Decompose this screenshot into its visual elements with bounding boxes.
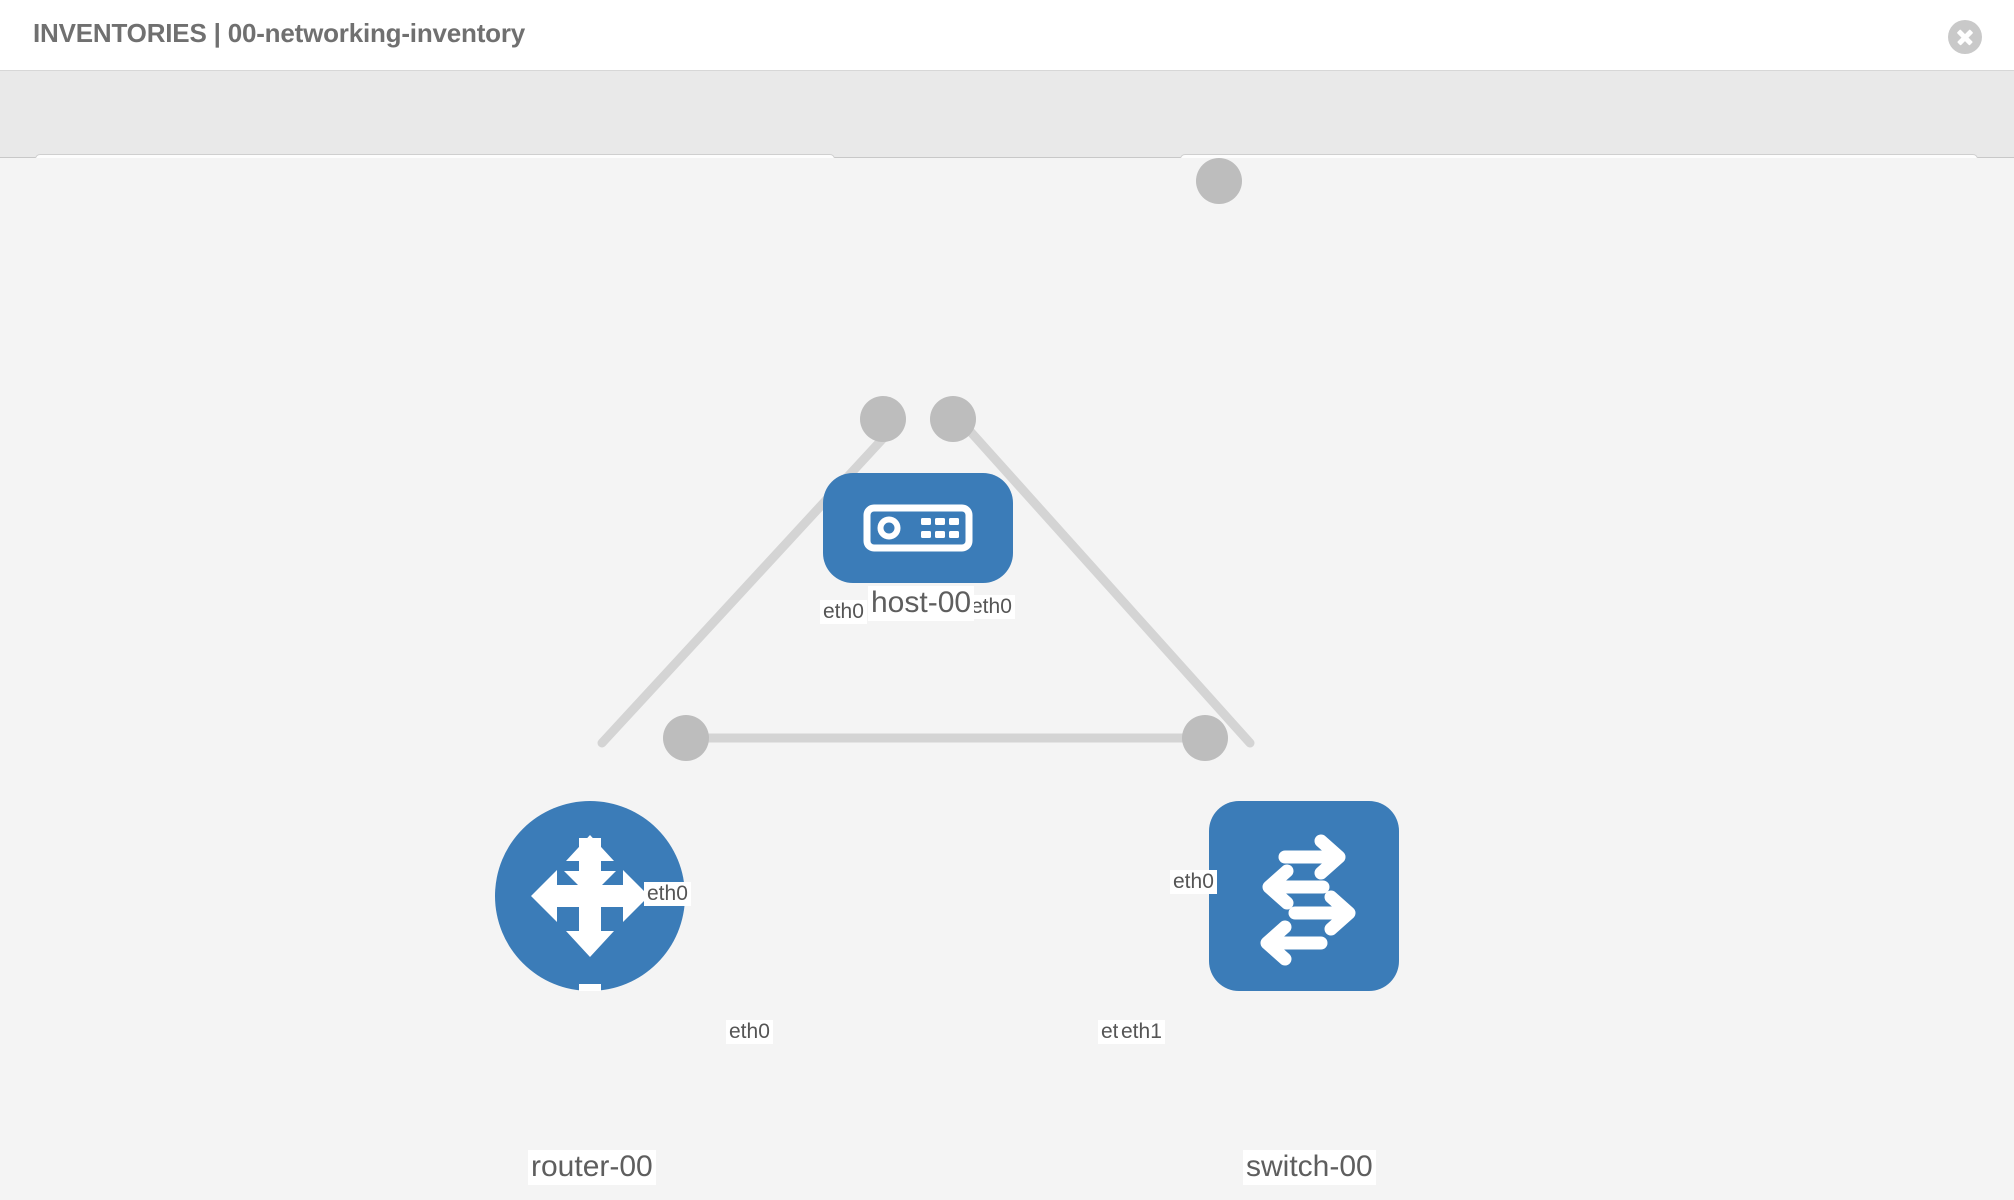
host-icon bbox=[863, 504, 973, 552]
topology-graph: eth0 eth0 host-00 eth0 eth0 eth0 eth0 et… bbox=[0, 158, 2014, 1200]
page-title: INVENTORIES | 00-networking-inventory bbox=[33, 18, 526, 48]
topology-canvas[interactable]: eth0 eth0 host-00 eth0 eth0 eth0 eth0 et… bbox=[0, 158, 2014, 1200]
interface-label-router-up: eth0 bbox=[644, 882, 691, 907]
toolbar: ACTIONS SEARCH bbox=[0, 70, 2014, 207]
interface-label-host-left: eth0 bbox=[820, 600, 867, 625]
port-router-right[interactable] bbox=[663, 715, 709, 761]
interface-label-host-right: eth0 bbox=[968, 595, 1015, 620]
node-label-host-00: host-00 bbox=[868, 586, 975, 621]
node-switch-00[interactable] bbox=[1209, 801, 1399, 991]
port-switch-top[interactable] bbox=[1196, 158, 1242, 204]
switch-icon bbox=[1260, 834, 1356, 966]
interface-label-router-right: eth0 bbox=[726, 1020, 773, 1045]
page-header: INVENTORIES | 00-networking-inventory bbox=[0, 0, 2014, 70]
port-switch-left[interactable] bbox=[1182, 715, 1228, 761]
port-host-right[interactable] bbox=[930, 396, 976, 442]
node-label-switch-00: switch-00 bbox=[1243, 1150, 1376, 1185]
interface-label-switch-left-b: eth1 bbox=[1118, 1020, 1165, 1045]
node-label-router-00: router-00 bbox=[528, 1150, 656, 1185]
close-icon[interactable] bbox=[1948, 20, 1982, 54]
node-host-00[interactable] bbox=[823, 473, 1013, 583]
interface-label-switch-up: eth0 bbox=[1170, 870, 1217, 895]
port-host-left[interactable] bbox=[860, 396, 906, 442]
link-host-switch bbox=[955, 415, 1255, 748]
topology-links bbox=[597, 415, 1255, 748]
